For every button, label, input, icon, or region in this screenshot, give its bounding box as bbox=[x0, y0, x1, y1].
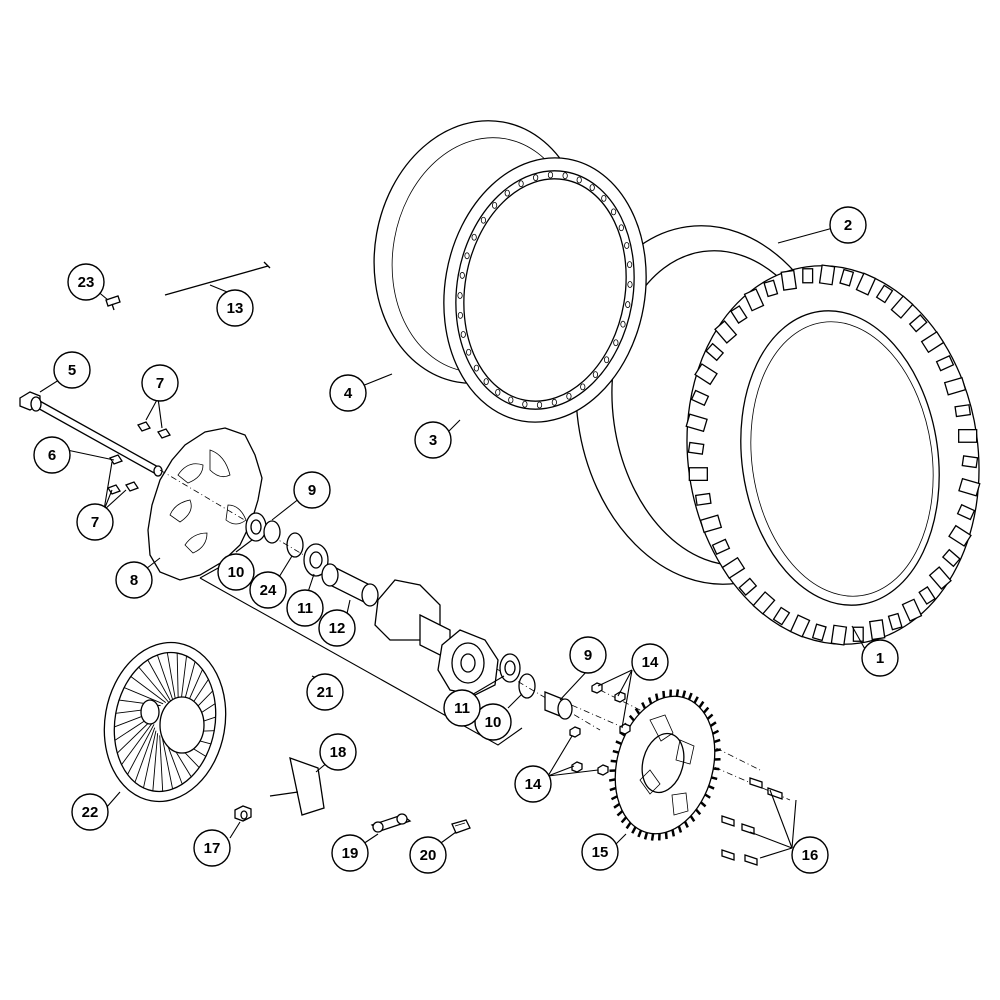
callout-1: 1 bbox=[861, 639, 899, 677]
callout-19: 19 bbox=[331, 834, 369, 872]
svg-text:9: 9 bbox=[308, 482, 316, 499]
svg-text:11: 11 bbox=[297, 600, 313, 617]
svg-text:3: 3 bbox=[429, 432, 437, 449]
adjuster-nut bbox=[234, 805, 252, 822]
spoke bbox=[164, 261, 271, 296]
svg-text:7: 7 bbox=[91, 514, 99, 531]
svg-text:16: 16 bbox=[802, 847, 819, 864]
svg-text:22: 22 bbox=[82, 804, 99, 821]
callout-5: 5 bbox=[53, 351, 91, 389]
callout-18: 18 bbox=[319, 733, 357, 771]
svg-text:4: 4 bbox=[344, 385, 353, 402]
svg-text:2: 2 bbox=[844, 217, 852, 234]
circlip bbox=[286, 532, 304, 558]
callout-3: 3 bbox=[414, 421, 452, 459]
callout-7-bottom: 7 bbox=[76, 503, 114, 541]
master-link-clip bbox=[451, 819, 471, 834]
hub-spacer bbox=[321, 563, 379, 607]
callout-14-top: 14 bbox=[631, 643, 669, 681]
callout-2: 2 bbox=[829, 206, 867, 244]
svg-text:18: 18 bbox=[330, 744, 347, 761]
svg-text:14: 14 bbox=[525, 776, 542, 793]
svg-text:8: 8 bbox=[130, 572, 138, 589]
svg-text:20: 20 bbox=[420, 847, 437, 864]
sprocket-bolts bbox=[721, 777, 783, 866]
callout-14-bottom: 14 bbox=[514, 765, 552, 803]
callout-24: 24 bbox=[249, 571, 287, 609]
chain-link bbox=[370, 813, 412, 833]
svg-text:21: 21 bbox=[317, 684, 334, 701]
disc-bolts bbox=[107, 421, 171, 495]
axle-nut bbox=[19, 391, 42, 412]
seal-right bbox=[518, 673, 536, 699]
sprocket bbox=[608, 689, 722, 841]
spacer-right bbox=[544, 691, 573, 720]
chain-adjuster bbox=[269, 756, 325, 816]
svg-text:19: 19 bbox=[342, 845, 359, 862]
callout-10-left: 10 bbox=[217, 553, 255, 591]
svg-text:24: 24 bbox=[260, 582, 277, 599]
callout-9-left: 9 bbox=[293, 471, 331, 509]
callout-23: 23 bbox=[67, 263, 105, 301]
callout-4: 4 bbox=[329, 374, 367, 412]
hub bbox=[374, 579, 499, 696]
svg-text:1: 1 bbox=[876, 650, 884, 667]
callout-12: 12 bbox=[318, 609, 356, 647]
callout-7-top: 7 bbox=[141, 364, 179, 402]
svg-text:9: 9 bbox=[584, 647, 592, 664]
callout-15: 15 bbox=[581, 833, 619, 871]
svg-text:10: 10 bbox=[228, 564, 245, 581]
callout-11-left: 11 bbox=[286, 589, 324, 627]
assembled-wheel bbox=[103, 641, 227, 803]
callout-17: 17 bbox=[193, 829, 231, 867]
callout-11-right: 11 bbox=[443, 689, 481, 727]
svg-text:10: 10 bbox=[485, 714, 502, 731]
svg-text:5: 5 bbox=[68, 362, 76, 379]
spacer-left bbox=[245, 512, 281, 544]
bearing-right bbox=[499, 653, 521, 683]
svg-text:13: 13 bbox=[227, 300, 244, 317]
svg-text:14: 14 bbox=[642, 654, 659, 671]
callout-21: 21 bbox=[306, 673, 344, 711]
tire bbox=[685, 264, 981, 646]
bearing-left bbox=[303, 543, 329, 577]
callout-16: 16 bbox=[791, 836, 829, 874]
callout-6: 6 bbox=[33, 436, 71, 474]
svg-text:23: 23 bbox=[78, 274, 95, 291]
svg-text:7: 7 bbox=[156, 375, 164, 392]
svg-text:6: 6 bbox=[48, 447, 56, 464]
callout-9-right: 9 bbox=[569, 636, 607, 674]
brake-disc bbox=[147, 427, 263, 581]
svg-text:15: 15 bbox=[592, 844, 609, 861]
rim bbox=[443, 157, 647, 423]
callout-22: 22 bbox=[71, 793, 109, 831]
svg-text:12: 12 bbox=[329, 620, 346, 637]
spoke-nipple bbox=[105, 295, 121, 311]
callout-20: 20 bbox=[409, 836, 447, 874]
svg-text:17: 17 bbox=[204, 840, 221, 857]
callout-10-right: 10 bbox=[474, 703, 512, 741]
callout-13: 13 bbox=[216, 289, 254, 327]
svg-text:11: 11 bbox=[454, 700, 470, 717]
callout-8: 8 bbox=[115, 561, 153, 599]
